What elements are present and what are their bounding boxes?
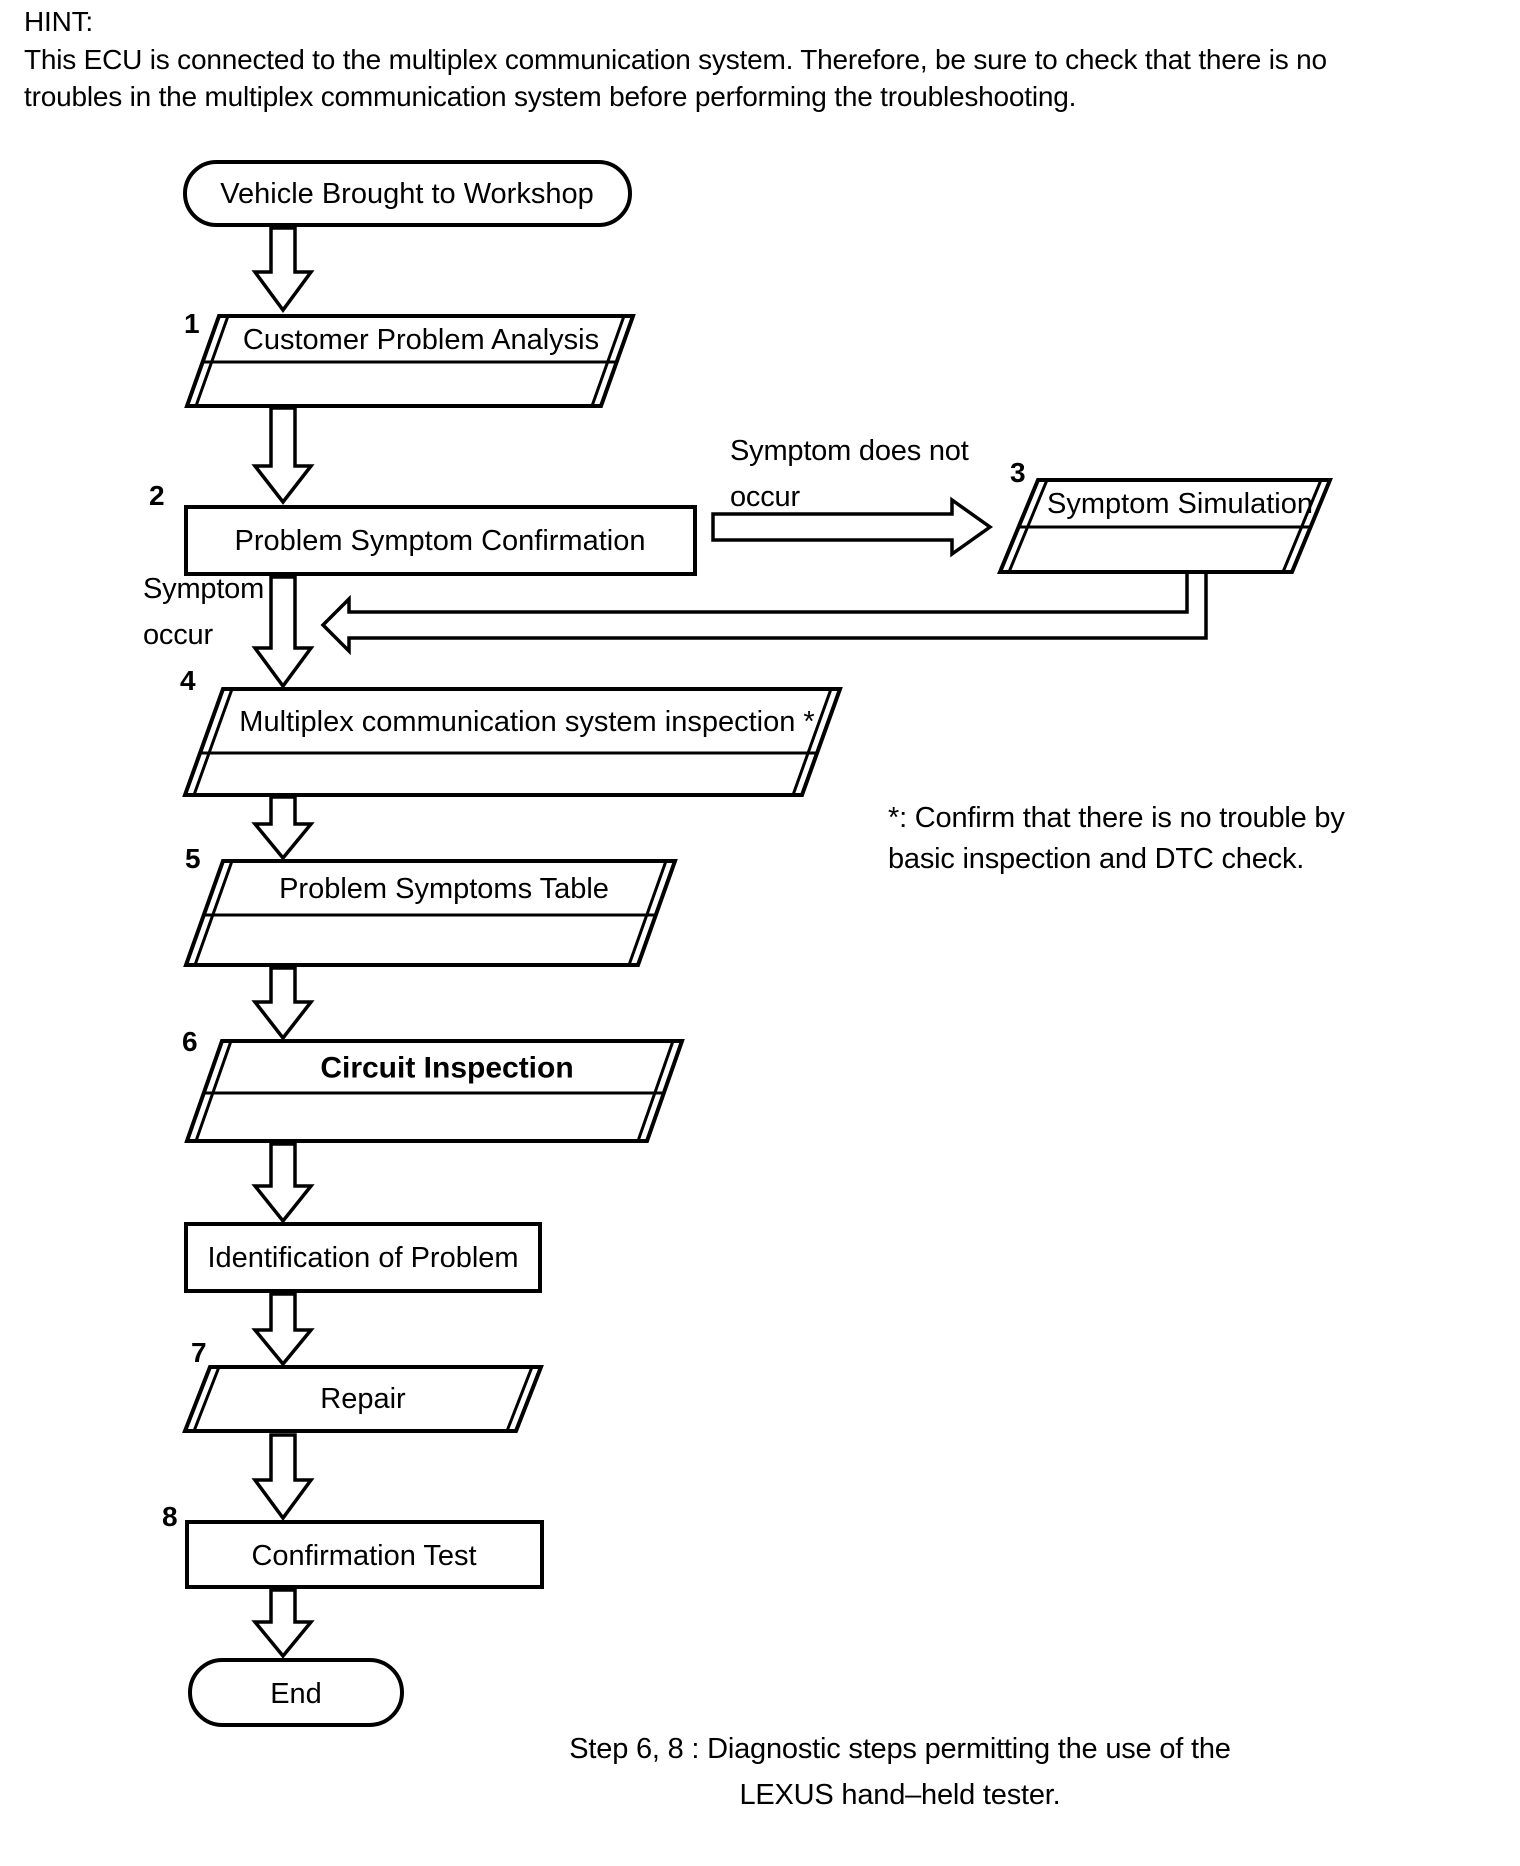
step-4-shape: [182, 687, 843, 797]
edge-label-symptom-occur-line-2: occur: [143, 619, 213, 651]
step-number-8: 8: [162, 1501, 178, 1532]
arrow-down-4-to-5-icon: [251, 795, 315, 861]
footnote-line-2: basic inspection and DTC check.: [888, 843, 1305, 875]
arrow-down-6-to-identification-icon: [251, 1142, 315, 1224]
arrow-down-2-to-4-icon: [251, 575, 315, 689]
step-7-double-edges: [192, 1366, 534, 1432]
node-identification: Identification of Problem: [184, 1222, 542, 1293]
node-step-2: 2 Problem Symptom Confirmation: [149, 480, 697, 576]
arrow-down-1-to-2-icon: [251, 406, 315, 505]
step-4-double-edges: [192, 688, 833, 796]
identification-shape: [184, 1222, 542, 1293]
step-number-6: 6: [182, 1026, 198, 1057]
step-5-label: Problem Symptoms Table: [279, 873, 609, 905]
end-terminator-shape: [188, 1658, 404, 1727]
node-step-1: 1 Customer Problem Analysis: [184, 308, 636, 408]
step-6-label: Circuit Inspection: [320, 1052, 573, 1085]
start-terminator-shape: [183, 160, 632, 227]
edge-label-symptom-does-not-occur: Symptom does not occur: [730, 428, 969, 520]
arrow-down-identification-to-7-icon: [251, 1292, 315, 1367]
step-2-shape: [184, 505, 697, 576]
step-number-4: 4: [180, 665, 196, 696]
flow-arrows: [251, 226, 1208, 1659]
hint-text-line-1: This ECU is connected to the multiplex c…: [24, 44, 1327, 75]
node-step-7: 7 Repair: [182, 1337, 544, 1433]
arrow-down-5-to-6-icon: [251, 966, 315, 1041]
arrow-down-start-to-1-icon: [251, 226, 315, 313]
step-2-label: Problem Symptom Confirmation: [235, 525, 646, 557]
node-step-6: 6 Circuit Inspection: [182, 1026, 685, 1143]
step-8-shape: [185, 1520, 544, 1589]
arrow-right-symptom-does-not-occur-icon: [711, 496, 994, 558]
step-6-double-edges: [194, 1040, 675, 1142]
step-5-shape: [183, 859, 678, 967]
caption-line-2: LEXUS hand–held tester.: [739, 1779, 1061, 1811]
step-1-label: Customer Problem Analysis: [243, 324, 599, 356]
arrow-return-3-to-main-icon: [320, 568, 1208, 656]
node-step-5: 5 Problem Symptoms Table: [183, 843, 678, 967]
step-7-label: Repair: [320, 1383, 406, 1415]
node-step-4: 4 Multiplex communication system inspect…: [180, 665, 843, 797]
arrow-down-7-to-8-icon: [251, 1433, 315, 1521]
footnote-line-1: *: Confirm that there is no trouble by: [888, 802, 1345, 834]
step-number-7: 7: [191, 1337, 207, 1368]
edge-label-symptom-does-not-occur-line-1: Symptom does not: [730, 435, 969, 467]
arrow-down-8-to-end-icon: [251, 1588, 315, 1659]
step-number-5: 5: [185, 843, 201, 874]
edge-label-symptom-occur: Symptom occur: [143, 566, 264, 658]
step-5-double-edges: [193, 860, 668, 966]
step-7-shape: [182, 1365, 544, 1433]
step-number-2: 2: [149, 480, 165, 511]
caption-line-1: Step 6, 8 : Diagnostic steps permitting …: [569, 1733, 1231, 1765]
node-step-3: 3 Symptom Simulation: [997, 457, 1333, 574]
step-number-3: 3: [1010, 457, 1026, 488]
node-step-8: 8 Confirmation Test: [162, 1501, 544, 1589]
caption: Step 6, 8 : Diagnostic steps permitting …: [460, 1726, 1340, 1818]
identification-label: Identification of Problem: [207, 1242, 518, 1274]
start-label: Vehicle Brought to Workshop: [220, 178, 593, 210]
hint-label: HINT:: [24, 6, 94, 37]
edge-label-symptom-occur-line-1: Symptom: [143, 573, 265, 605]
node-start: Vehicle Brought to Workshop: [183, 160, 632, 227]
step-8-label: Confirmation Test: [251, 1540, 476, 1572]
step-3-label: Symptom Simulation: [1047, 488, 1313, 520]
footnote: *: Confirm that there is no trouble by b…: [888, 798, 1345, 880]
step-4-label: Multiplex communication system inspectio…: [239, 706, 814, 738]
step-6-shape: [184, 1039, 685, 1143]
node-end: End: [188, 1658, 404, 1727]
hint-text-line-2: troubles in the multiplex communication …: [24, 81, 1077, 112]
end-label: End: [270, 1678, 322, 1710]
step-number-1: 1: [184, 308, 200, 339]
edge-label-symptom-does-not-occur-line-2: occur: [730, 481, 800, 513]
